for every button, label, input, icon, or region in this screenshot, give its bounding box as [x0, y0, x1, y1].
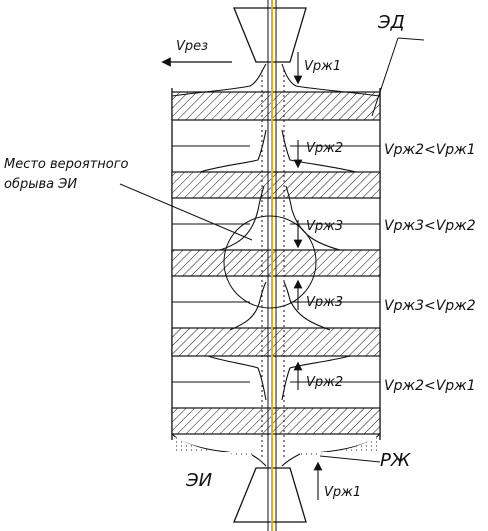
flow-arrows: [293, 52, 323, 500]
label-v1-bottom: Vрж1: [324, 485, 361, 500]
break-zone-circle: [223, 215, 317, 309]
relation-upper-2: Vрж3<Vрж2: [384, 218, 476, 234]
label-v-cut: Vрез: [176, 39, 208, 54]
working-fluid-pool: [172, 436, 252, 456]
label-ed: ЭД: [377, 12, 405, 33]
label-v1-top: Vрж1: [304, 59, 341, 74]
relation-lower-1: Vрж2<Vрж1: [384, 378, 476, 394]
bottom-nozzle: [233, 467, 307, 523]
relation-lower-2: Vрж3<Vрж2: [384, 298, 476, 314]
label-v2-lower: Vрж2: [306, 375, 343, 390]
label-rzh: РЖ: [380, 450, 411, 471]
gap-lines: [172, 145, 380, 383]
top-nozzle: [233, 7, 307, 63]
leader-lines: [119, 37, 425, 463]
label-v3-upper: Vрж3: [306, 219, 343, 234]
label-v2-upper: Vрж2: [306, 141, 343, 156]
dotted-center-marks: [261, 70, 285, 460]
label-ei: ЭИ: [185, 470, 212, 491]
label-place-line2: обрыва ЭИ: [4, 177, 77, 192]
label-place-line1: Место вероятного: [4, 157, 129, 172]
label-v3-lower: Vрж3: [306, 295, 343, 310]
electrode-tool: [267, 0, 277, 531]
relation-upper-1: Vрж2<Vрж1: [384, 142, 476, 158]
